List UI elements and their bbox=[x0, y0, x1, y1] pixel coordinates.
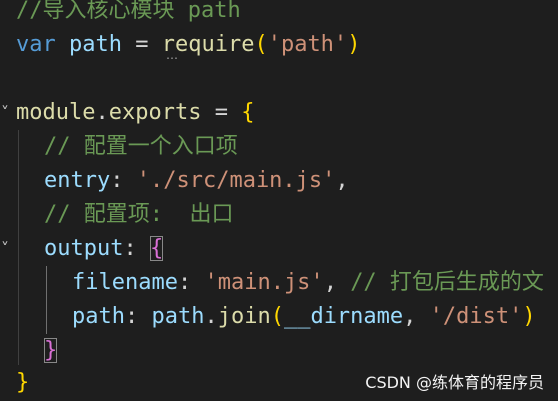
brace-close: } bbox=[16, 370, 30, 395]
colon: : bbox=[124, 304, 152, 329]
brace-close-highlighted: } bbox=[44, 338, 58, 363]
keyword-var: var bbox=[16, 32, 56, 57]
code-line-10[interactable]: path: path.join(__dirname, '/dist') bbox=[0, 300, 536, 334]
code-line-1[interactable]: //导入核心模块 path bbox=[0, 0, 241, 28]
string-dist: '/dist' bbox=[429, 304, 523, 329]
dot: . bbox=[204, 304, 218, 329]
colon: : bbox=[110, 168, 137, 193]
code-line-4[interactable]: ˅ module.exports = { bbox=[0, 96, 254, 130]
paren-close: ) bbox=[522, 304, 536, 329]
string-entry-path: './src/main.js' bbox=[136, 168, 336, 193]
property-entry: entry bbox=[44, 168, 111, 193]
identifier-module: module bbox=[16, 100, 96, 125]
comment-text: //导入核心模块 path bbox=[16, 0, 241, 23]
function-require: require bbox=[161, 32, 255, 57]
paren-open: ( bbox=[270, 304, 284, 329]
comment-text: // 配置一个入口项 bbox=[44, 134, 238, 159]
colon: : bbox=[177, 270, 205, 295]
property-filename: filename bbox=[72, 270, 178, 295]
string-path: 'path' bbox=[267, 32, 348, 57]
comment-text: // 打包后生成的文 bbox=[350, 270, 544, 295]
brace-open: { bbox=[241, 100, 255, 125]
comma: , bbox=[403, 304, 430, 329]
object-path: path bbox=[151, 304, 205, 329]
comma: , bbox=[335, 168, 349, 193]
code-line-5[interactable]: // 配置一个入口项 bbox=[0, 130, 238, 164]
comment-text: // 配置项: 出口 bbox=[44, 202, 234, 227]
brace-open-highlighted: { bbox=[149, 236, 164, 261]
code-line-8[interactable]: ˅ output: { bbox=[0, 232, 164, 266]
code-line-9[interactable]: filename: 'main.js', // 打包后生成的文 bbox=[0, 266, 544, 300]
paren-open: ( bbox=[254, 32, 268, 57]
property-path: path bbox=[72, 304, 125, 329]
function-join: join bbox=[217, 304, 271, 329]
chevron-down-icon[interactable]: ˅ bbox=[1, 103, 9, 122]
code-line-7[interactable]: // 配置项: 出口 bbox=[0, 198, 233, 232]
operator-equals: = bbox=[201, 100, 242, 125]
indent-guide bbox=[18, 130, 19, 365]
comma: , bbox=[323, 270, 351, 295]
identifier-dirname: __dirname bbox=[283, 304, 404, 329]
code-line-2[interactable]: var path = require('path') bbox=[0, 28, 360, 62]
variable-path: path bbox=[69, 32, 122, 57]
code-line-11[interactable]: } bbox=[0, 334, 58, 368]
identifier-exports: exports bbox=[108, 100, 202, 125]
code-line-6[interactable]: entry: './src/main.js', bbox=[0, 164, 349, 198]
string-filename: 'main.js' bbox=[204, 270, 324, 295]
property-output: output bbox=[44, 236, 124, 261]
chevron-down-icon[interactable]: ˅ bbox=[1, 239, 9, 258]
dot: . bbox=[95, 100, 109, 125]
paren-close: ) bbox=[347, 32, 361, 57]
indent-guide-active bbox=[46, 266, 47, 334]
watermark: CSDN @练体育的程序员 bbox=[365, 373, 544, 392]
operator-equals: = bbox=[121, 32, 162, 57]
hint-dots-icon[interactable]: … bbox=[166, 48, 179, 62]
colon: : bbox=[123, 236, 150, 261]
code-line-12[interactable]: } bbox=[0, 366, 53, 400]
